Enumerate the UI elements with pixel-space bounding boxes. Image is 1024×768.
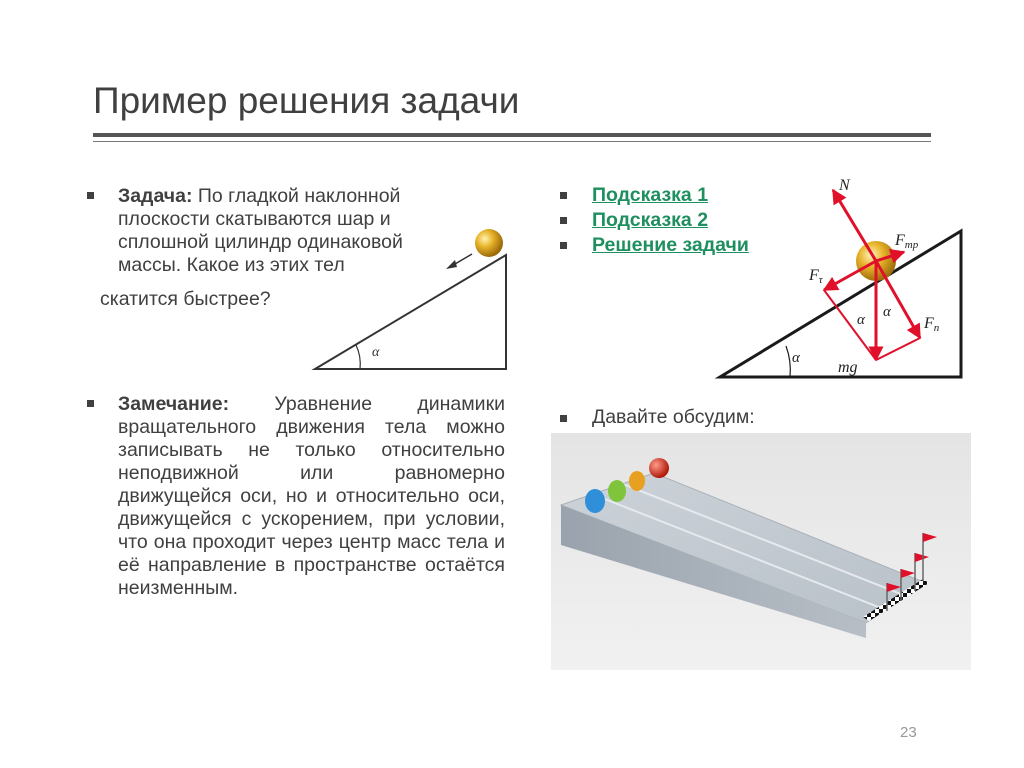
tangential-force-arrow [822,259,877,292]
inclined-plane-diagram: α [311,229,507,370]
task-paragraph: Задача: По гладкой наклонной плоскости с… [118,185,463,277]
remark-paragraph: Замечание: Уравнение динамики вращательн… [118,393,505,600]
lane-divider [622,483,907,597]
force-label-Ftr: Fтр [894,232,919,251]
discuss-text: Давайте обсудим: [592,406,755,428]
hint-2-link[interactable]: Подсказка 2 [592,209,709,231]
task-label: Задача: [118,185,193,207]
title-divider-thick [93,133,931,137]
remark-text: Уравнение динамики вращательного движени… [118,393,505,599]
projection-line [875,337,921,361]
force-diagram: α N Fтр Fτ Fn mg α α [714,177,963,379]
task-text: По гладкой наклонной плоскости скатывают… [118,185,403,276]
angle-label: α [372,345,380,360]
page-number: 23 [900,724,917,741]
angle-arc [355,344,361,370]
solution-link[interactable]: Решение задачи [592,234,749,256]
ramp-race-illustration [551,433,971,670]
bullet-marker [87,400,94,407]
bullet-marker [560,192,567,199]
green-ring-icon [608,480,626,502]
bullet-marker [560,415,567,422]
blue-cylinder-icon [585,489,605,513]
motion-arrow-head [446,260,457,269]
task-text-last-line: скатится быстрее? [100,288,271,310]
hint-1-link[interactable]: Подсказка 1 [592,184,709,206]
bullet-marker [560,217,567,224]
force-label-N: N [838,177,851,194]
force-label-mg: mg [838,359,858,376]
orange-disk-icon [629,471,645,491]
force-label-Ftau: Fτ [808,267,824,286]
incline-triangle [714,228,963,379]
lane-divider [591,493,887,611]
finish-line [863,579,929,621]
normal-component-arrow [874,260,922,340]
normal-force-arrow [831,188,878,262]
projection-line [823,289,877,361]
bullet-marker [560,242,567,249]
red-ball-icon [649,458,669,478]
ramp-side [561,505,866,638]
angle-label: α [792,350,801,366]
title-divider-thin [93,141,931,142]
ball-icon [475,229,503,257]
angle-label-inner: α [857,312,866,328]
angle-label-inner: α [883,304,892,320]
angle-arc [785,345,791,378]
slide-title: Пример решения задачи [93,80,520,121]
remark-label: Замечание: [118,393,230,415]
friction-force-arrow [875,248,906,264]
finish-flags [886,533,937,611]
bullet-marker [87,192,94,199]
force-label-Fn: Fn [923,315,940,334]
incline-triangle [311,253,507,370]
